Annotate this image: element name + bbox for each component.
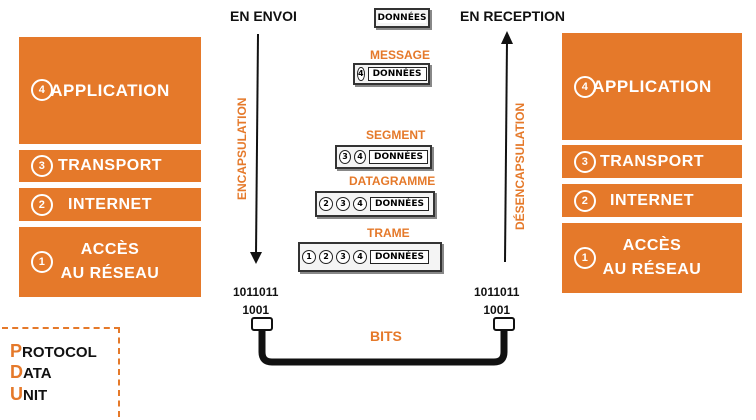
header-2-icon: 2 [319,250,333,264]
right-layer-transport: 3 TRANSPORT [562,145,742,178]
segment-label: SEGMENT [366,128,426,142]
legend-letter: P [10,341,23,361]
data-label: DONNÉES [377,13,427,23]
send-arrow-icon [255,33,259,256]
send-title: EN ENVOI [230,8,297,24]
header-4-icon: 4 [357,67,365,81]
legend-rest: ROTOCOL [22,344,97,361]
legend-letter: U [10,384,23,404]
payload: DONNÉES [370,197,429,211]
payload: DONNÉES [369,150,428,164]
left-layer-application: 4 APPLICATION [19,37,201,144]
frame-pdu: 1 2 3 4 DONNÉES [298,242,442,272]
receive-arrowhead-icon [501,31,513,44]
receive-title: EN RECEPTION [460,8,566,24]
header-4-icon: 4 [353,250,367,264]
legend-rest: ATA [23,365,52,382]
datagram-pdu: 2 3 4 DONNÉES [315,191,435,217]
pdu-legend-unit: UNIT [10,384,47,405]
payload: DONNÉES [370,250,429,264]
header-3-icon: 3 [336,250,350,264]
left-layer-transport: 3 TRANSPORT [19,150,201,182]
left-plug-icon [251,317,273,331]
left-layer-number: 2 [31,194,53,216]
header-4-icon: 4 [353,197,367,211]
message-pdu: 4 DONNÉES [353,63,430,85]
right-layer-number: 2 [574,190,596,212]
bits-left: 1011011 1001 [233,285,279,317]
left-layer-label: ACCÈS AU RÉSEAU [60,241,160,282]
pdu-legend-box [2,327,120,417]
right-layer-number: 1 [574,247,596,269]
frame-label: TRAME [367,226,410,240]
right-layer-internet: 2 INTERNET [562,184,742,217]
left-layer-number: 1 [31,251,53,273]
left-layer-label: APPLICATION [50,80,170,100]
right-layer-network-access: 1 ACCÈS AU RÉSEAU [562,223,742,293]
send-arrowhead-icon [250,252,262,264]
legend-letter: D [10,362,23,382]
left-layer-label: TRANSPORT [57,157,163,174]
right-layer-label: ACCÈS AU RÉSEAU [602,237,702,278]
left-layer-internet: 2 INTERNET [19,188,201,221]
segment-pdu: 3 4 DONNÉES [335,145,432,169]
receive-arrow-icon [504,39,508,263]
header-2-icon: 2 [319,197,333,211]
payload: DONNÉES [367,67,427,81]
header-1-icon: 1 [302,250,316,264]
header-3-icon: 3 [336,197,350,211]
right-layer-number: 3 [574,151,596,173]
pdu-legend-data: DATA [10,362,52,383]
right-plug-icon [493,317,515,331]
datagram-label: DATAGRAMME [349,174,436,188]
right-layer-label: INTERNET [610,191,694,209]
left-layer-number: 3 [31,155,53,177]
right-layer-label: APPLICATION [592,76,712,96]
legend-rest: NIT [23,387,48,404]
header-4-icon: 4 [354,150,367,164]
right-layer-application: 4 APPLICATION [562,33,742,140]
pdu-legend-protocol: PROTOCOL [10,341,97,362]
left-layer-number: 4 [31,79,53,101]
bits-label: BITS [370,328,402,344]
left-layer-network-access: 1 ACCÈS AU RÉSEAU [19,227,201,297]
header-3-icon: 3 [339,150,352,164]
bits-right: 1011011 1001 [474,285,520,317]
right-layer-label: TRANSPORT [599,152,705,170]
decapsulation-label: DÉSENCAPSULATION [513,102,527,230]
encapsulation-label: ENCAPSULATION [235,97,249,200]
left-layer-label: INTERNET [68,195,152,213]
data-box: DONNÉES [374,8,430,28]
right-layer-number: 4 [574,76,596,98]
message-label: MESSAGE [370,48,431,62]
